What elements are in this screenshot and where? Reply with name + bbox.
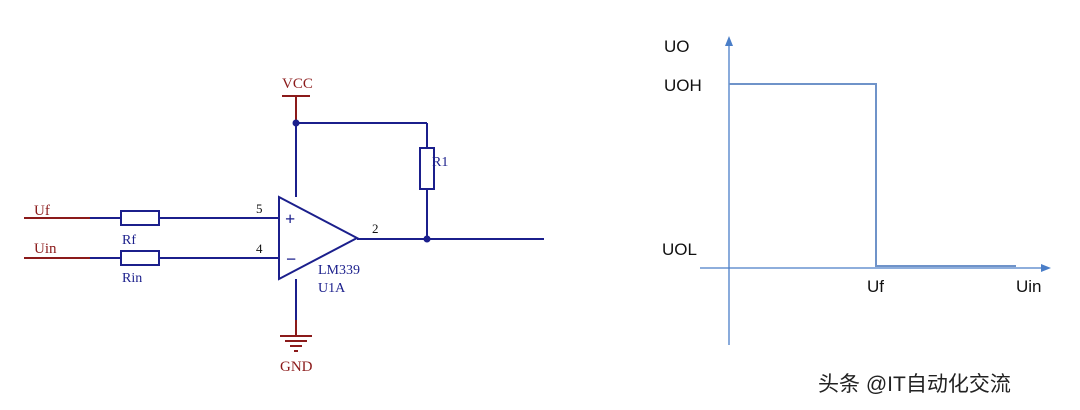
plus-symbol: + [285, 209, 295, 229]
opamp-part-label: LM339 [318, 263, 360, 278]
pin-4-label: 4 [256, 241, 263, 256]
minus-symbol: − [286, 249, 296, 269]
pin-5-label: 5 [256, 201, 263, 216]
output-step-trace [729, 83, 1016, 267]
rin-resistor [120, 250, 160, 266]
uol-label: UOL [662, 240, 697, 259]
opamp-triangle [278, 195, 360, 281]
watermark-text: 头条 @IT自动化交流 [818, 373, 1011, 396]
transfer-graph: UO UOH UOL Uf Uin [662, 36, 1051, 345]
r1-label: R1 [432, 155, 448, 170]
uin-net-label: Uin [34, 241, 57, 257]
opamp-ref-label: U1A [318, 281, 346, 296]
y-axis-arrow [725, 36, 733, 46]
rf-label: Rf [122, 233, 136, 248]
rf-resistor [120, 210, 160, 226]
x-axis-arrow [1041, 264, 1051, 272]
uf-net-label: Uf [34, 203, 50, 219]
output-junction [423, 235, 431, 243]
uin-axis-label: Uin [1016, 277, 1042, 296]
rin-label: Rin [122, 271, 142, 286]
uoh-label: UOH [664, 76, 702, 95]
comparator-circuit: VCC R1 Uf Rf 5 Uin Rin 4 + − LM339 U1A [24, 76, 544, 375]
vcc-label: VCC [282, 76, 313, 92]
uo-axis-label: UO [664, 37, 690, 56]
gnd-label: GND [280, 359, 313, 375]
uf-threshold-label: Uf [867, 277, 884, 296]
pin-2-label: 2 [372, 221, 379, 236]
